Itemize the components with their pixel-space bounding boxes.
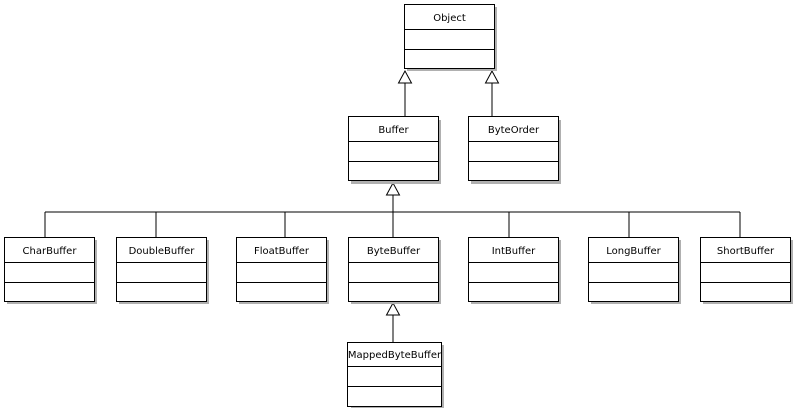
class-doublebuffer: DoubleBuffer xyxy=(116,237,209,304)
class-box xyxy=(4,237,95,302)
class-box xyxy=(348,237,439,302)
class-box xyxy=(700,237,791,302)
class-charbuffer: CharBuffer xyxy=(4,237,97,304)
class-box xyxy=(348,116,439,181)
class-bytebuffer: ByteBuffer xyxy=(348,237,441,304)
class-box xyxy=(468,237,559,302)
class-mappedbytebuffer: MappedByteBuffer xyxy=(347,342,444,408)
generalization-arrow-icon xyxy=(397,69,413,84)
class-longbuffer: LongBuffer xyxy=(588,237,681,304)
class-box xyxy=(404,4,495,69)
generalization-arrow-icon xyxy=(385,181,401,196)
class-name: FloatBuffer xyxy=(254,246,310,257)
class-name: CharBuffer xyxy=(23,246,78,257)
class-name: MappedByteBuffer xyxy=(348,350,442,361)
class-name: LongBuffer xyxy=(606,246,661,257)
class-name: ByteBuffer xyxy=(367,246,421,257)
class-name: ShortBuffer xyxy=(717,246,775,257)
edges xyxy=(44,69,741,342)
generalization-arrow-icon xyxy=(385,301,401,316)
class-box xyxy=(468,116,559,181)
class-name: DoubleBuffer xyxy=(129,246,196,257)
class-name: Buffer xyxy=(378,125,409,136)
class-shortbuffer: ShortBuffer xyxy=(700,237,793,304)
class-box xyxy=(116,237,207,302)
class-name: IntBuffer xyxy=(492,246,536,257)
class-name: ByteOrder xyxy=(488,125,540,136)
class-byteorder: ByteOrder xyxy=(468,116,561,184)
class-buffer: Buffer xyxy=(348,116,441,184)
class-box xyxy=(347,342,442,407)
class-name: Object xyxy=(433,13,466,24)
class-object: Object xyxy=(404,4,497,71)
class-intbuffer: IntBuffer xyxy=(468,237,561,304)
class-box xyxy=(588,237,679,302)
class-floatbuffer: FloatBuffer xyxy=(236,237,329,304)
generalization-arrow-icon xyxy=(484,69,500,84)
class-box xyxy=(236,237,327,302)
